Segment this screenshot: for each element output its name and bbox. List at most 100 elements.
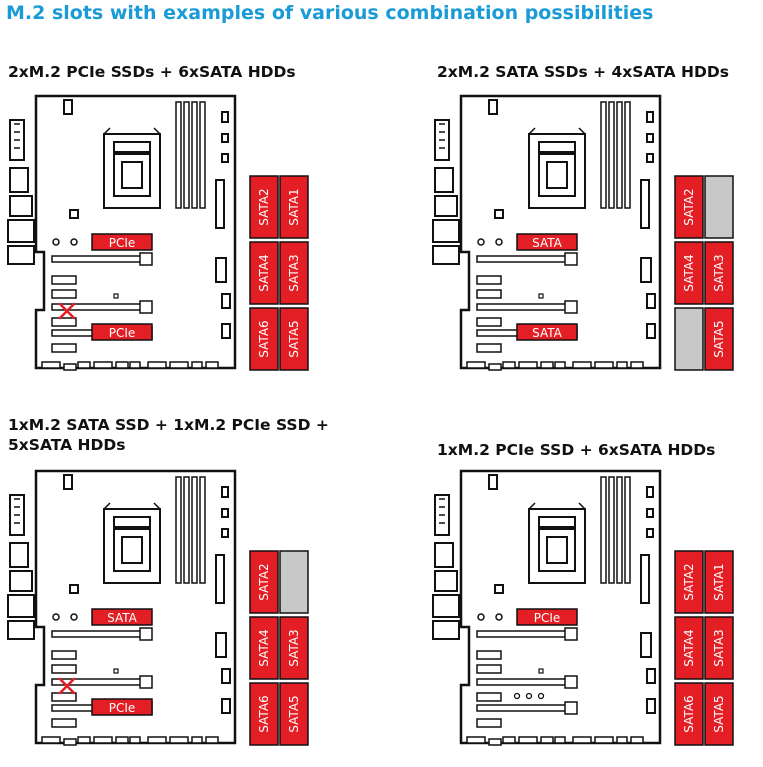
board-outline — [459, 469, 662, 745]
usb-header — [215, 257, 227, 283]
bottom-header — [572, 736, 592, 744]
small-component — [538, 293, 544, 299]
io-connector-detail — [439, 498, 445, 524]
sata-port-label: SATA2 — [682, 188, 696, 225]
pcie-slot-latch — [564, 701, 578, 715]
pcie-x1-slot — [51, 692, 77, 702]
cpu-socket-lever — [538, 516, 576, 528]
bottom-header — [41, 736, 61, 744]
bottom-header — [129, 361, 141, 369]
bottom-header — [518, 736, 538, 744]
bottom-header — [502, 736, 516, 744]
sata-port — [674, 550, 704, 614]
io-connector — [7, 245, 35, 265]
bottom-header — [169, 361, 189, 369]
standoff-dot — [513, 692, 521, 700]
fan-header — [221, 486, 229, 498]
bottom-header — [205, 736, 219, 744]
pcie-slot — [476, 255, 576, 263]
m2-slot-2-highlight — [516, 323, 578, 341]
sata-port-label: SATA1 — [712, 563, 726, 600]
power-connector — [215, 554, 225, 604]
small-component — [69, 584, 79, 594]
pcie-x1-slot — [476, 718, 502, 728]
dimm-slot — [608, 476, 615, 584]
sata-port-label: SATA3 — [287, 254, 301, 291]
io-connector — [434, 167, 454, 193]
pcie-x1-slot — [476, 317, 502, 327]
usb-header — [640, 632, 652, 658]
cpu-socket-lever — [113, 516, 151, 528]
pcie-x1-slot — [51, 289, 77, 299]
dimm-slot — [175, 101, 182, 209]
sata-port-label: SATA6 — [257, 320, 271, 357]
bottom-header — [502, 361, 516, 369]
caption-line: 2xM.2 SATA SSDs + 4xSATA HDDs — [437, 63, 729, 81]
io-connector — [9, 195, 33, 217]
sata-port-label: SATA5 — [712, 320, 726, 357]
m2-slot-2-label: PCIe — [109, 326, 136, 340]
sata-port — [674, 241, 704, 305]
cpu-socket-detail — [103, 502, 161, 510]
sata-port-label: SATA4 — [257, 629, 271, 666]
m2-slot-1-highlight — [91, 608, 153, 626]
pcie-slot-latch — [564, 627, 578, 641]
sata-port — [674, 616, 704, 680]
fan-header — [221, 133, 229, 143]
sata-port — [249, 175, 279, 239]
dimm-slot — [600, 476, 607, 584]
io-connector — [432, 245, 460, 265]
m2-slot-2-highlight — [91, 698, 153, 716]
pcie-slot-latch — [564, 252, 578, 266]
caption-line: 1xM.2 SATA SSD + 1xM.2 PCIe SSD + — [8, 416, 329, 434]
sata-port — [704, 616, 734, 680]
bottom-header — [616, 736, 628, 744]
usb-header — [215, 632, 227, 658]
bottom-header — [63, 738, 77, 746]
header-pin — [221, 323, 231, 339]
sata-port — [279, 682, 309, 746]
sata-port — [249, 307, 279, 371]
io-connector — [9, 542, 29, 568]
pcie-slot — [476, 678, 576, 686]
sata-port-label: SATA5 — [712, 695, 726, 732]
dimm-slot — [624, 101, 631, 209]
m2-slot-1-label: SATA — [532, 236, 563, 250]
pcie-slot — [476, 303, 576, 311]
io-connector — [432, 219, 460, 243]
caption-line: 5xSATA HDDs — [8, 436, 126, 454]
small-component — [494, 209, 504, 219]
dimm-slot — [608, 101, 615, 209]
pcie-x1-slot — [51, 718, 77, 728]
pcie-x1-slot — [476, 650, 502, 660]
sata-port-label: SATA1 — [287, 188, 301, 225]
m2-slot-1-label: PCIe — [109, 236, 136, 250]
diagram-caption: 2xM.2 SATA SSDs + 4xSATA HDDs — [437, 62, 729, 82]
bottom-header — [63, 363, 77, 371]
fan-header — [488, 474, 498, 490]
sata-port — [704, 682, 734, 746]
sata-port-label: SATA2 — [257, 188, 271, 225]
cpu-socket-lever — [113, 141, 151, 153]
pcie-slot — [476, 630, 576, 638]
bottom-header — [169, 736, 189, 744]
bottom-header — [540, 361, 554, 369]
pcie-x1-slot — [476, 692, 502, 702]
sata-port-label: SATA6 — [257, 695, 271, 732]
bottom-header — [540, 736, 554, 744]
standoff-dot — [495, 238, 503, 246]
standoff-dot — [525, 692, 533, 700]
sata-port-label: SATA2 — [257, 563, 271, 600]
sata-port — [704, 307, 734, 371]
header-pin — [221, 698, 231, 714]
sata-port — [249, 616, 279, 680]
fan-header — [646, 508, 654, 518]
cpu-socket-core — [121, 161, 143, 189]
dimm-slot — [191, 476, 198, 584]
header-pin — [221, 293, 231, 309]
sata-port-label: SATA3 — [287, 629, 301, 666]
bottom-header — [572, 361, 592, 369]
sata-port — [674, 682, 704, 746]
